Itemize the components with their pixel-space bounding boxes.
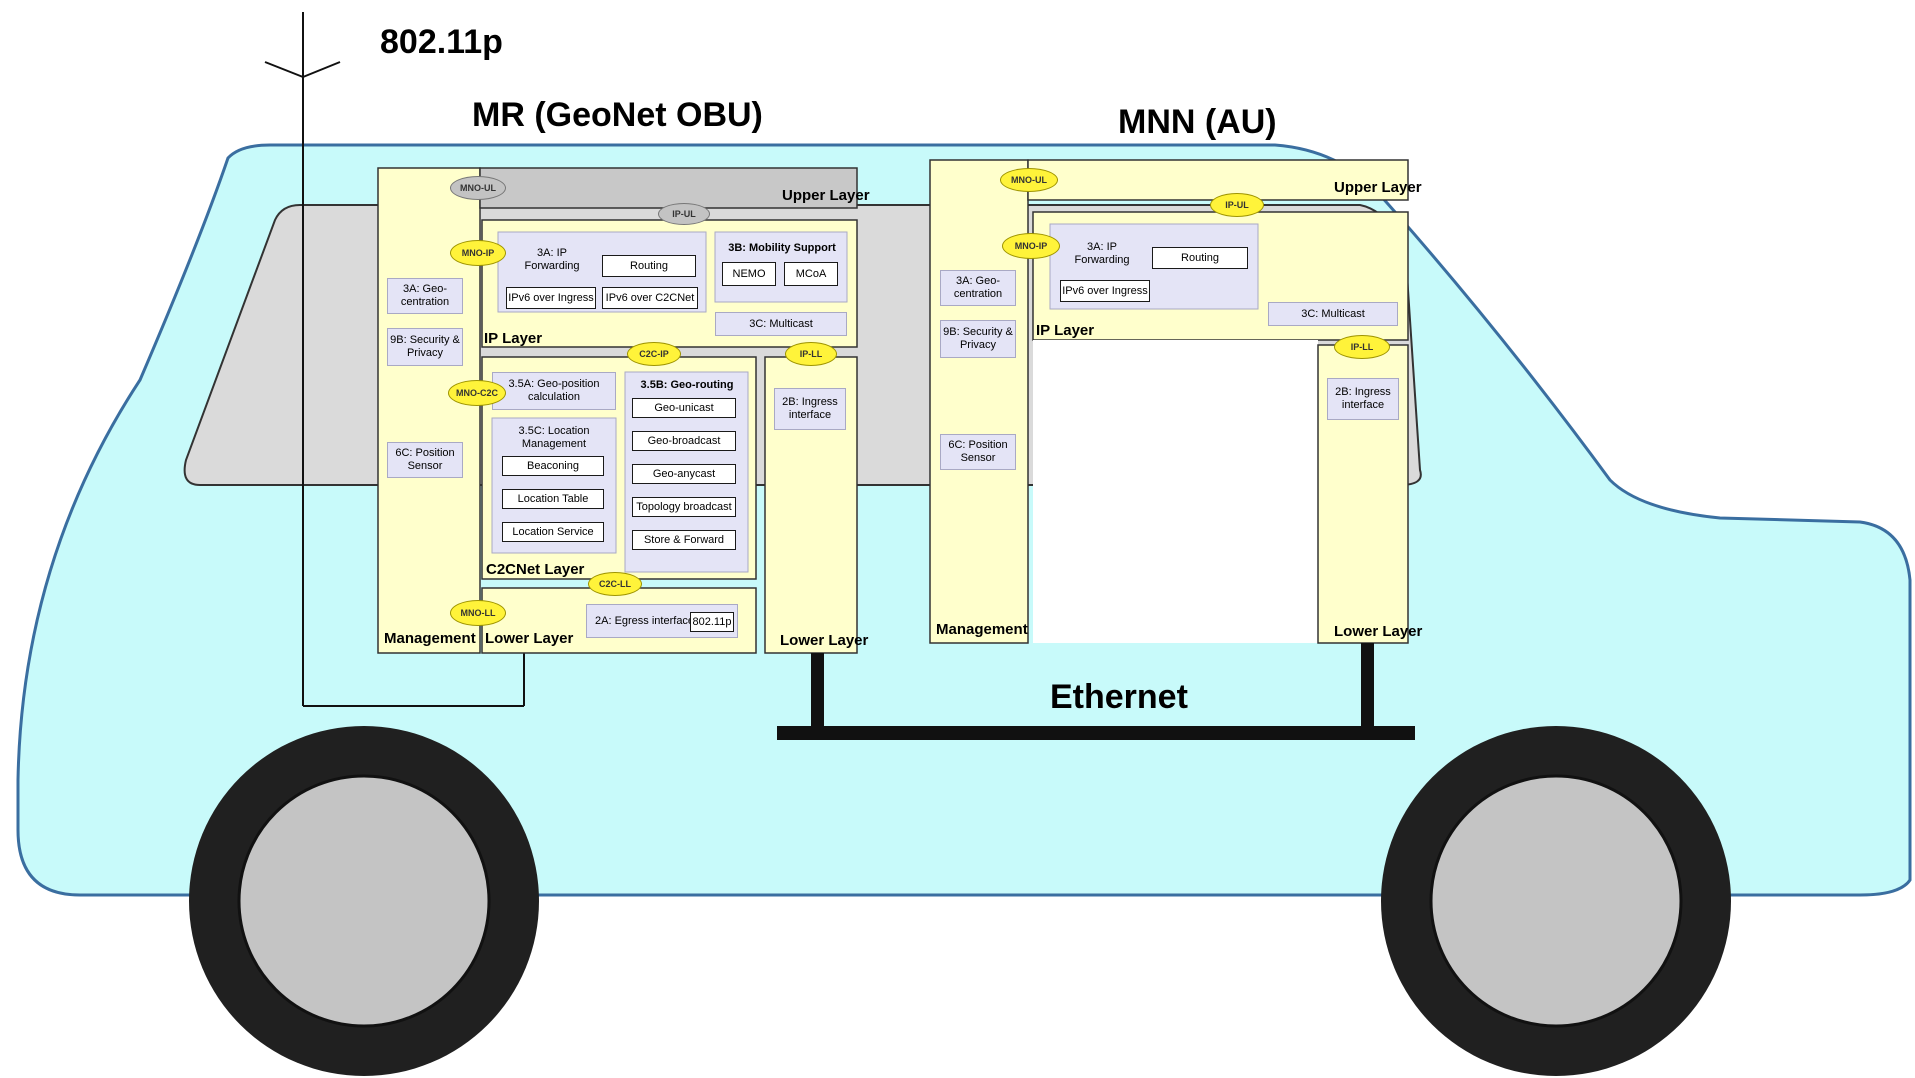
mr-ip-layer-label: IP Layer xyxy=(484,330,543,347)
mnn-multicast-box: 3C: Multicast xyxy=(1268,302,1398,326)
mr-geo-routing-label: 3.5B: Geo-routing xyxy=(640,378,734,391)
mnn-badge-ip-ll: IP-LL xyxy=(1334,335,1390,359)
mr-geo-unicast-box: Geo-unicast xyxy=(632,398,736,418)
mr-upper-layer-label: Upper Layer xyxy=(782,187,870,204)
mnn-ingress-interface-box: 2B: Ingress interface xyxy=(1327,378,1399,420)
mr-badge-c2c-ll: C2C-LL xyxy=(588,572,642,596)
mr-ip-forwarding-label: 3A: IP Forwarding xyxy=(524,247,580,272)
mr-geo-position-box: 3.5A: Geo-position calculation xyxy=(492,372,616,410)
mnn-title: MNN (AU) xyxy=(1118,103,1277,141)
mr-upper-layer-panel xyxy=(479,167,858,209)
mnn-ip-forwarding-label: 3A: IP Forwarding xyxy=(1074,241,1130,266)
mr-geo-anycast-box: Geo-anycast xyxy=(632,464,736,484)
mr-egress-tech-box: 802.11p xyxy=(690,612,734,632)
mnn-ip-layer-label: IP Layer xyxy=(1036,322,1095,339)
mr-badge-ip-ul: IP-UL xyxy=(658,203,710,225)
mnn-management-label: Management xyxy=(936,621,1028,638)
mr-badge-mno-ul: MNO-UL xyxy=(450,176,506,200)
mr-store-forward-box: Store & Forward xyxy=(632,530,736,550)
mnn-upper-layer-panel xyxy=(1027,159,1409,201)
mr-security-privacy-box: 9B: Security & Privacy xyxy=(387,328,463,366)
mnn-badge-mno-ip: MNO-IP xyxy=(1002,233,1060,259)
mnn-badge-ip-ul: IP-UL xyxy=(1210,193,1264,217)
mr-beaconing-box: Beaconing xyxy=(502,456,604,476)
mnn-geo-centration-box: 3A: Geo- centration xyxy=(940,270,1016,306)
mr-ipv6-ingress-box: IPv6 over Ingress xyxy=(506,287,596,309)
mr-mcoa-box: MCoA xyxy=(784,262,838,286)
mnn-lower-layer-label: Lower Layer xyxy=(1334,623,1423,640)
mr-lower-layer-label: Lower Layer xyxy=(485,630,574,647)
mnn-ipv6-ingress-box: IPv6 over Ingress xyxy=(1060,280,1150,302)
rear-wheel-icon xyxy=(1381,726,1731,1076)
mr-geo-centration-box: 3A: Geo- centration xyxy=(387,278,463,314)
mr-mobility-support-label: 3B: Mobility Support xyxy=(728,241,836,254)
mnn-security-privacy-box: 9B: Security & Privacy xyxy=(940,320,1016,358)
mnn-white-area xyxy=(1033,340,1318,643)
mr-ingress-interface-box: 2B: Ingress interface xyxy=(774,388,846,430)
mnn-routing-box: Routing xyxy=(1152,247,1248,269)
mr-location-mgmt-label: 3.5C: Location Management xyxy=(518,425,590,450)
ethernet-label: Ethernet xyxy=(1050,678,1188,716)
mnn-stack xyxy=(929,159,1409,644)
mr-position-sensor-box: 6C: Position Sensor xyxy=(387,442,463,478)
mr-badge-c2c-ip: C2C-IP xyxy=(627,342,681,366)
mr-ipv6-c2cnet-box: IPv6 over C2CNet xyxy=(602,287,698,309)
mr-nemo-box: NEMO xyxy=(722,262,776,286)
antenna-label: 802.11p xyxy=(380,23,503,61)
ethernet-link xyxy=(777,643,1415,740)
mr-badge-mno-c2c: MNO-C2C xyxy=(448,380,506,406)
mnn-badge-mno-ul: MNO-UL xyxy=(1000,168,1058,192)
mr-management-label: Management xyxy=(384,630,476,647)
mr-topology-broadcast-box: Topology broadcast xyxy=(632,497,736,517)
mnn-upper-layer-label: Upper Layer xyxy=(1334,179,1422,196)
mr-c2cnet-layer-label: C2CNet Layer xyxy=(486,561,585,578)
mr-badge-ip-ll: IP-LL xyxy=(785,342,837,366)
mr-location-service-box: Location Service xyxy=(502,522,604,542)
mr-lower-layer-right-label: Lower Layer xyxy=(780,632,869,649)
mnn-position-sensor-box: 6C: Position Sensor xyxy=(940,434,1016,470)
mr-location-table-box: Location Table xyxy=(502,489,604,509)
mr-badge-mno-ll: MNO-LL xyxy=(450,600,506,626)
mr-title: MR (GeoNet OBU) xyxy=(472,96,763,134)
mr-geo-broadcast-box: Geo-broadcast xyxy=(632,431,736,451)
mr-multicast-box: 3C: Multicast xyxy=(715,312,847,336)
mr-routing-box: Routing xyxy=(602,255,696,277)
front-wheel-icon xyxy=(189,726,539,1076)
mr-badge-mno-ip: MNO-IP xyxy=(450,240,506,266)
